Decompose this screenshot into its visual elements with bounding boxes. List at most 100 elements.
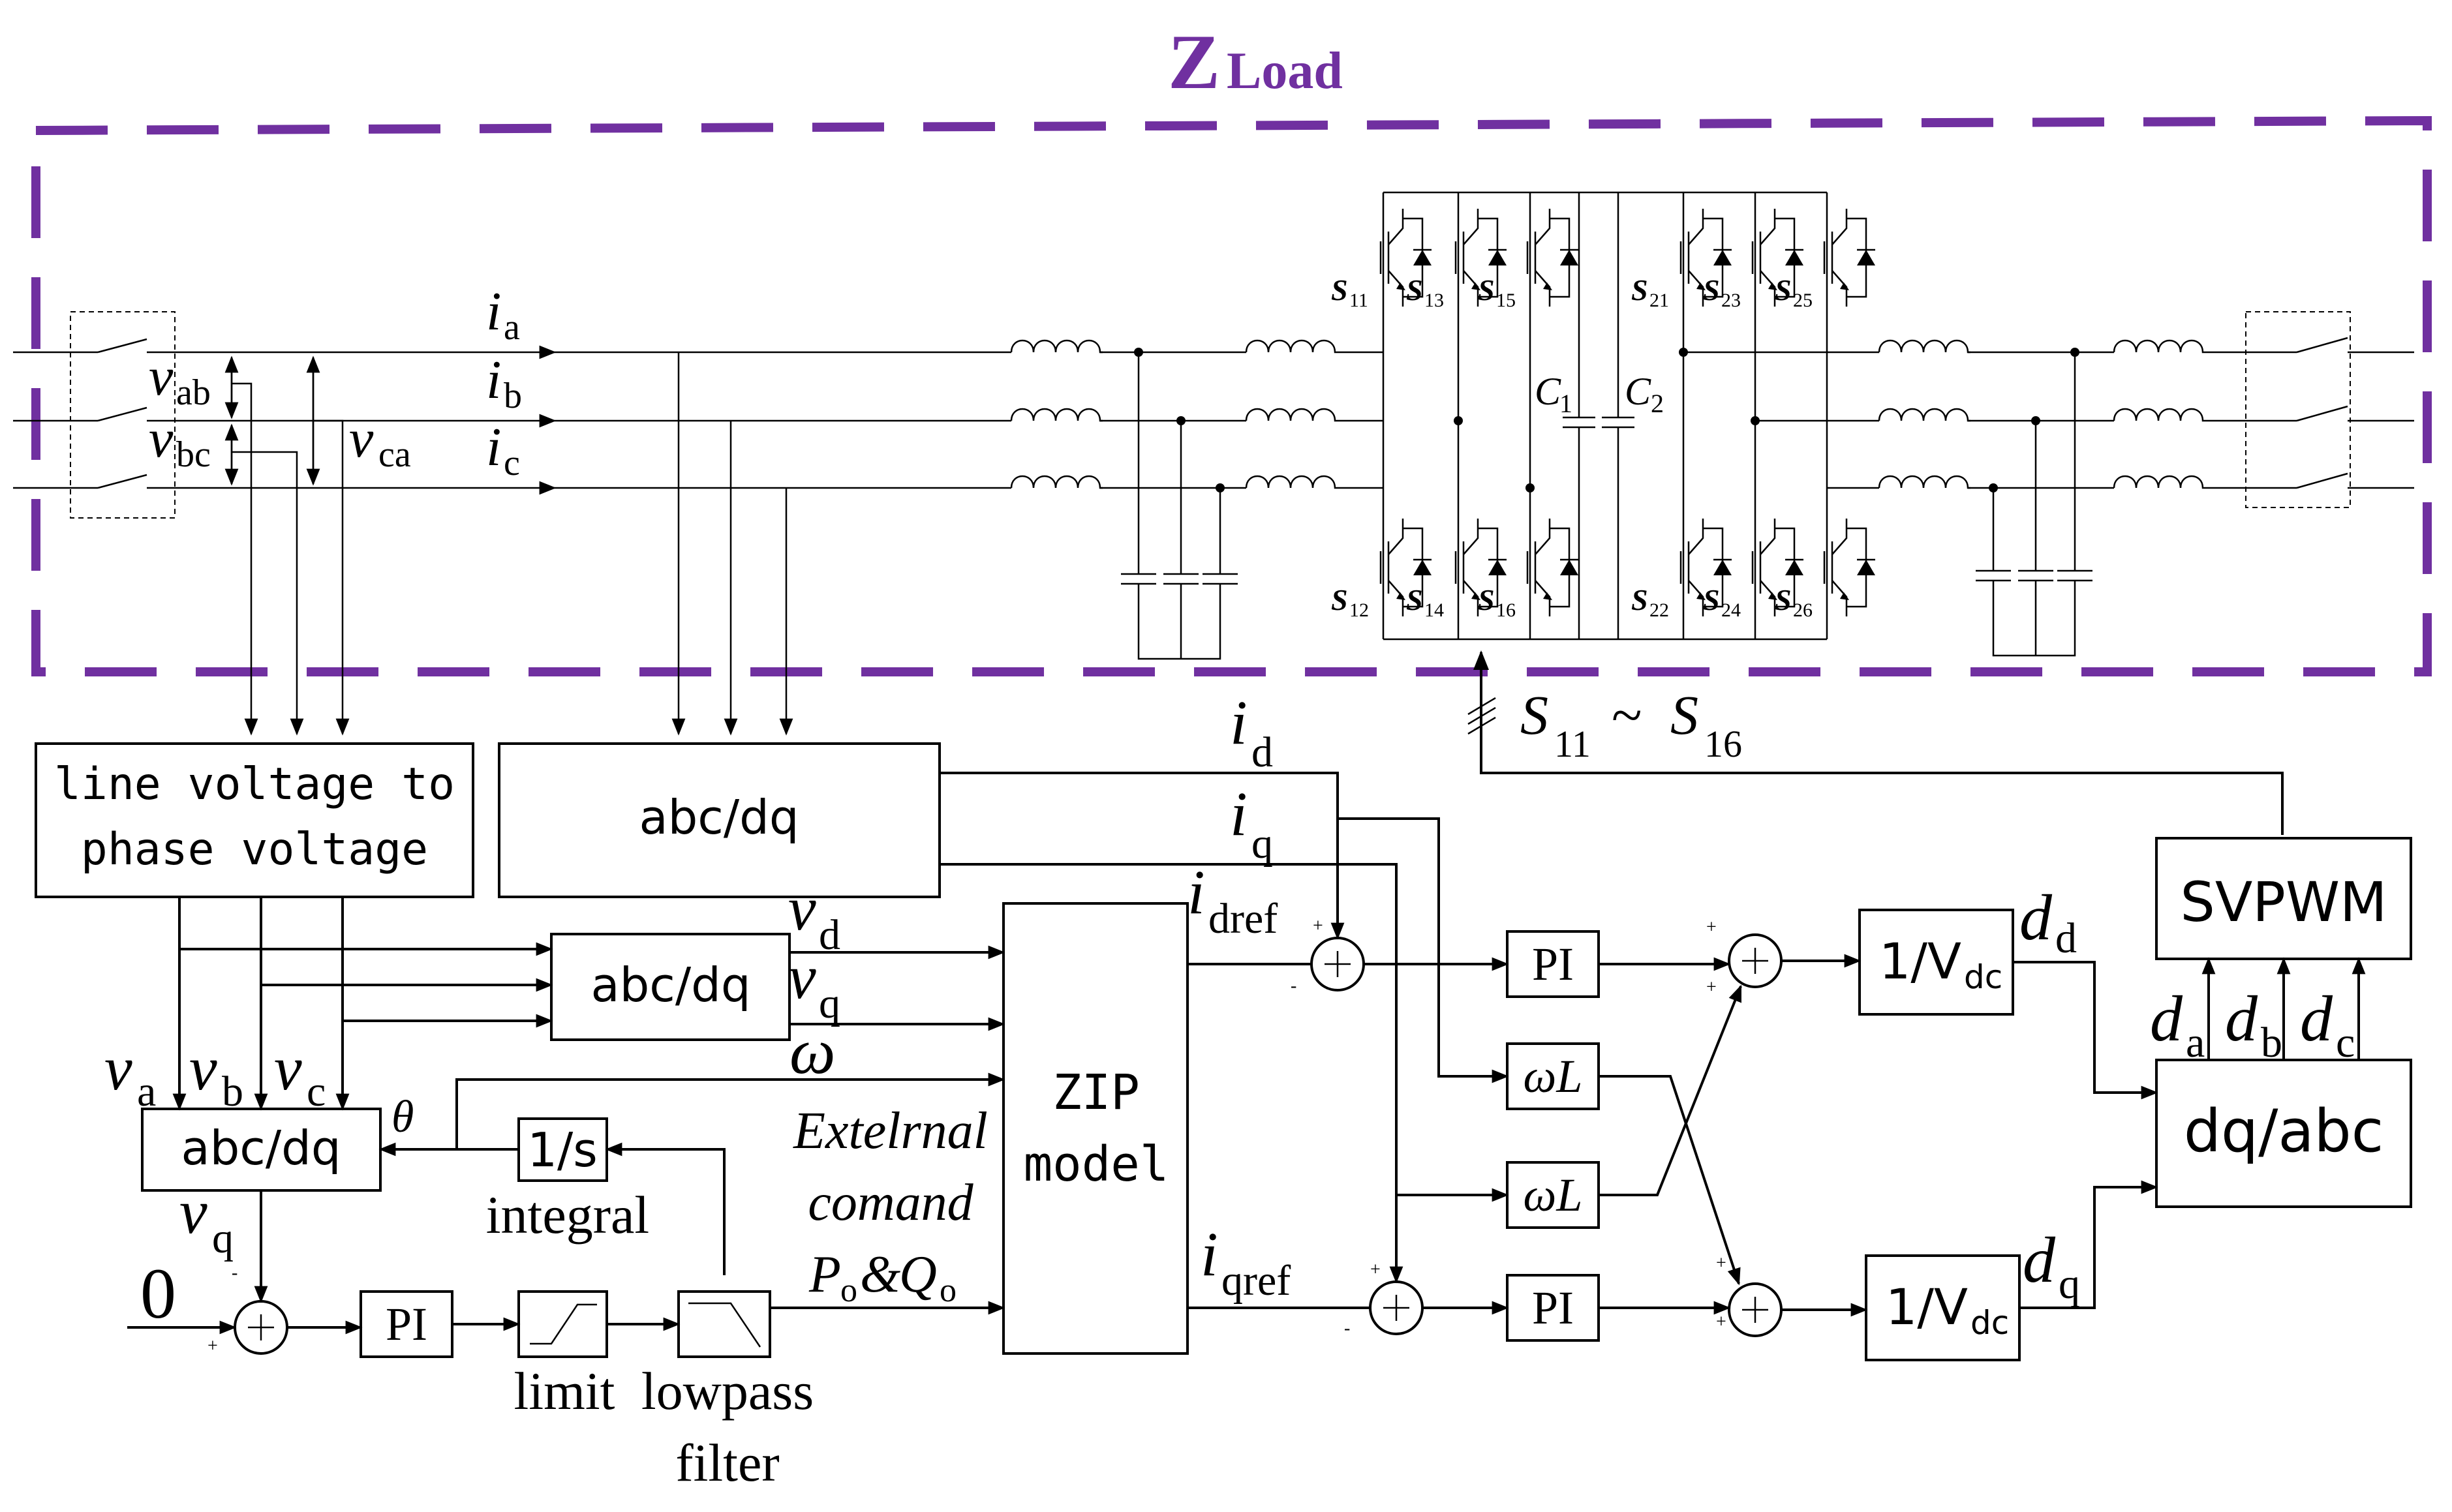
label-switch-range: S 11 ~ S 16	[1520, 684, 1742, 765]
voltage-taps	[232, 382, 350, 736]
igbt-switch-top-13	[1454, 209, 1507, 307]
switch-label-24: S	[1703, 583, 1720, 616]
svg-text:b: b	[504, 376, 522, 416]
label-c2: C 2	[1625, 370, 1664, 418]
svg-text:c: c	[307, 1068, 326, 1115]
switch-label-22: S	[1631, 583, 1648, 616]
switch-label-23: S	[1703, 273, 1720, 307]
svg-text:+: +	[1706, 977, 1717, 997]
svg-text:d: d	[1251, 729, 1273, 776]
svg-text:~: ~	[1612, 684, 1642, 746]
svg-text:+: +	[1706, 917, 1717, 937]
svg-text:&: &	[860, 1246, 900, 1303]
switch-sub-12: 12	[1349, 599, 1369, 621]
input-capacitors	[1121, 352, 1238, 660]
label-zero: 0	[140, 1254, 176, 1333]
svg-text:a: a	[504, 307, 520, 348]
switch-sub-23: 23	[1721, 290, 1741, 311]
svg-text:q: q	[819, 980, 840, 1027]
svg-text:v: v	[104, 1033, 132, 1103]
line-to-phase-text-1: line voltage to	[54, 759, 455, 810]
svg-text:S: S	[1520, 684, 1548, 746]
line-to-phase-block	[35, 742, 474, 898]
label-external-1: Extelrnal	[793, 1102, 988, 1160]
inv-vdc-sub-d: dc	[1964, 958, 2002, 996]
svg-text:16: 16	[1704, 723, 1742, 765]
sum-pll: -+	[207, 1263, 288, 1356]
switch-sub-16: 16	[1496, 599, 1516, 621]
label-vca: v ca	[349, 408, 411, 475]
omega-l-block-1	[1506, 1042, 1600, 1110]
svg-text:i: i	[486, 350, 501, 410]
label-vb: v b	[189, 1033, 243, 1115]
svg-text:C: C	[1625, 370, 1651, 413]
svg-text:v: v	[788, 873, 816, 943]
svg-text:11: 11	[1554, 723, 1591, 765]
svg-text:d: d	[2019, 881, 2053, 954]
abc-dq-pll-text: abc/dq	[181, 1121, 341, 1175]
svg-text:dref: dref	[1208, 895, 1278, 943]
igbt-switch-top-21	[1679, 209, 1732, 307]
switch-sub-14: 14	[1424, 599, 1444, 621]
omega-l-text-2: ωL	[1524, 1169, 1583, 1221]
limit-block	[517, 1290, 608, 1358]
switch-sub-15: 15	[1496, 290, 1516, 311]
sum-vd: ++	[1706, 917, 1783, 997]
label-external-2: comand	[808, 1174, 973, 1232]
svg-text:o: o	[940, 1272, 957, 1309]
output-breaker	[2245, 311, 2414, 508]
dq-abc-text: dq/abc	[2184, 1097, 2383, 1166]
inv-vdc-sub-q: dc	[1970, 1304, 2009, 1342]
svg-text:a: a	[137, 1068, 156, 1115]
igbt-switch-top-23	[1751, 209, 1803, 307]
switch-label-15: S	[1478, 273, 1495, 307]
control-wiring	[127, 772, 2366, 1335]
abc-dq-voltage-text: abc/dq	[590, 958, 750, 1012]
zload-sub: Load	[1227, 42, 1343, 100]
svg-text:i: i	[1188, 857, 1205, 927]
svg-text:i: i	[1230, 688, 1248, 757]
igbt-switch-top-11	[1379, 209, 1432, 307]
svg-text:S: S	[1670, 684, 1698, 746]
svg-text:ca: ca	[378, 434, 411, 475]
svg-text:c: c	[2336, 1019, 2355, 1066]
input-inductors	[1010, 339, 1383, 492]
sum-iq: +-	[1344, 1260, 1424, 1338]
pi-q-block	[1506, 1274, 1600, 1342]
zload-title: Z Load	[1168, 18, 1343, 105]
switch-label-16: S	[1478, 583, 1495, 616]
label-dc: d c	[2300, 982, 2355, 1066]
label-vq-pll: v q	[179, 1177, 234, 1262]
svg-text:o: o	[840, 1272, 857, 1309]
abc-dq-voltage-block	[550, 933, 791, 1041]
svg-text:a: a	[2186, 1019, 2205, 1066]
pi-q-text: PI	[1532, 1282, 1574, 1334]
label-vbc: v bc	[149, 408, 211, 475]
label-iqref: i qref	[1201, 1219, 1291, 1305]
svg-text:q: q	[212, 1215, 234, 1262]
label-lowpass-2: filter	[675, 1433, 779, 1492]
switch-sub-11: 11	[1349, 290, 1368, 311]
output-filter	[1683, 339, 2251, 657]
svg-text:q: q	[1251, 820, 1273, 868]
igbt-switch-bottom-22	[1679, 519, 1732, 616]
svg-text:+: +	[207, 1336, 218, 1356]
igbt-switch-top-15	[1526, 209, 1578, 307]
label-vab: v ab	[149, 346, 211, 413]
svg-text:i: i	[486, 417, 501, 477]
svg-text:-: -	[1291, 976, 1296, 996]
svg-text:v: v	[274, 1033, 302, 1103]
svg-text:d: d	[2055, 915, 2077, 962]
switch-layer	[1379, 209, 1875, 616]
label-limit: limit	[514, 1361, 615, 1421]
svg-text:bc: bc	[176, 434, 211, 475]
svg-text:v: v	[189, 1033, 217, 1103]
svg-text:ab: ab	[176, 372, 211, 413]
label-da: d a	[2150, 982, 2205, 1066]
igbt-switch-bottom-14	[1454, 519, 1507, 616]
label-idref: i dref	[1188, 857, 1278, 943]
svg-text:q: q	[2059, 1260, 2080, 1308]
inv-vdc-text-d: 1/V	[1879, 932, 1961, 990]
